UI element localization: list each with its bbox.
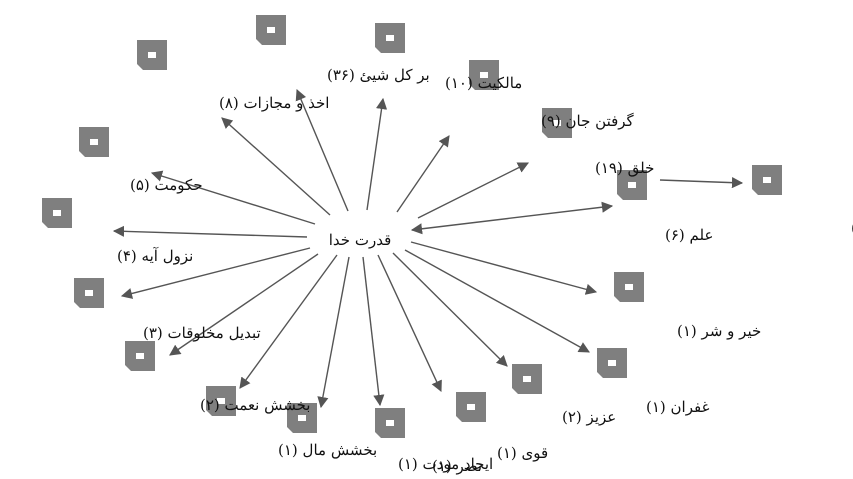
code-tag-icon — [617, 170, 647, 200]
edge-elm-be-darun — [659, 177, 744, 189]
node-label-nozul[interactable]: نزول آیه (۴) — [117, 247, 193, 265]
node-label-tabdil[interactable]: تبدیل مخلوقات (۳) — [143, 324, 261, 342]
edge-gereftan-jan — [396, 135, 450, 213]
edges-layer — [112, 88, 744, 409]
edge-nozul — [112, 225, 308, 238]
edge-elm — [410, 201, 614, 235]
code-tag-icon — [125, 341, 155, 371]
node-label-kheir[interactable]: خیر و شر (۱) — [677, 322, 761, 340]
edge-bakhshesh-nemat — [169, 253, 319, 356]
edge-kheir — [410, 241, 598, 295]
edge-tabdil — [120, 247, 311, 299]
node-label-ijad[interactable]: ایجاد مودت (۱) — [398, 455, 493, 473]
node-label-elm[interactable]: علم (۶) — [665, 226, 713, 244]
code-tag-icon — [375, 23, 405, 53]
node-label-aziz[interactable]: عزیز (۲) — [562, 408, 616, 426]
edge-bar-kol — [295, 88, 349, 212]
code-tag-icon — [287, 403, 317, 433]
edge-hokumat — [150, 170, 316, 225]
node-label-qavi[interactable]: قوی (۱) — [497, 444, 548, 462]
tags-layer — [42, 15, 782, 438]
node-label-bakhshesh-nemat[interactable]: بخشش نعمت (۲) — [200, 396, 310, 414]
code-tag-icon — [597, 348, 627, 378]
edge-malekiyat — [366, 97, 388, 211]
node-label-khalq[interactable]: خلق (۱۹) — [595, 159, 654, 177]
edge-nasr — [362, 256, 385, 407]
code-tag-icon — [752, 165, 782, 195]
node-label-nasr[interactable]: نصر (۱) — [432, 457, 482, 475]
code-tag-icon — [74, 278, 104, 308]
node-label-malekiyat[interactable]: مالکیت (۱۰) — [445, 74, 522, 92]
code-tag-icon — [469, 60, 499, 90]
code-tag-icon — [206, 386, 236, 416]
edge-qavi — [377, 254, 442, 393]
code-tag-icon — [375, 408, 405, 438]
node-label-bakhshesh-mal[interactable]: بخشش مال (۱) — [278, 441, 377, 459]
code-tag-icon — [256, 15, 286, 45]
code-tag-icon — [512, 364, 542, 394]
code-tag-icon — [42, 198, 72, 228]
edge-bakhshesh-mal — [239, 254, 338, 389]
code-tag-icon — [614, 272, 644, 302]
code-tag-icon — [542, 108, 572, 138]
edge-aziz — [392, 252, 508, 367]
code-tag-icon — [137, 40, 167, 70]
node-label-hokumat[interactable]: حکومت (۵) — [130, 176, 203, 194]
edge-khalq — [417, 162, 530, 219]
node-label-ghofran[interactable]: غفران (۱) — [646, 398, 710, 416]
code-tag-icon — [79, 127, 109, 157]
edge-ghofran — [404, 249, 590, 353]
node-label-elm-be-darun[interactable]: علم به درون انسانها (۲) — [851, 219, 853, 237]
edge-akhz — [221, 117, 331, 216]
node-label-bar-kol[interactable]: بر کل شیئ (۳۶) — [327, 66, 430, 84]
center-label: قدرت خدا — [329, 231, 392, 249]
labels-layer: قدرت خدا خلق (۱۹) گرفتن جان (۹) مالکیت (۱۰)… — [117, 66, 853, 475]
code-tag-icon — [456, 392, 486, 422]
edge-ijad — [317, 256, 350, 409]
node-label-akhz[interactable]: اخذ و مجازات (۸) — [219, 94, 329, 112]
node-label-gereftan-jan[interactable]: گرفتن جان (۹) — [541, 112, 635, 130]
